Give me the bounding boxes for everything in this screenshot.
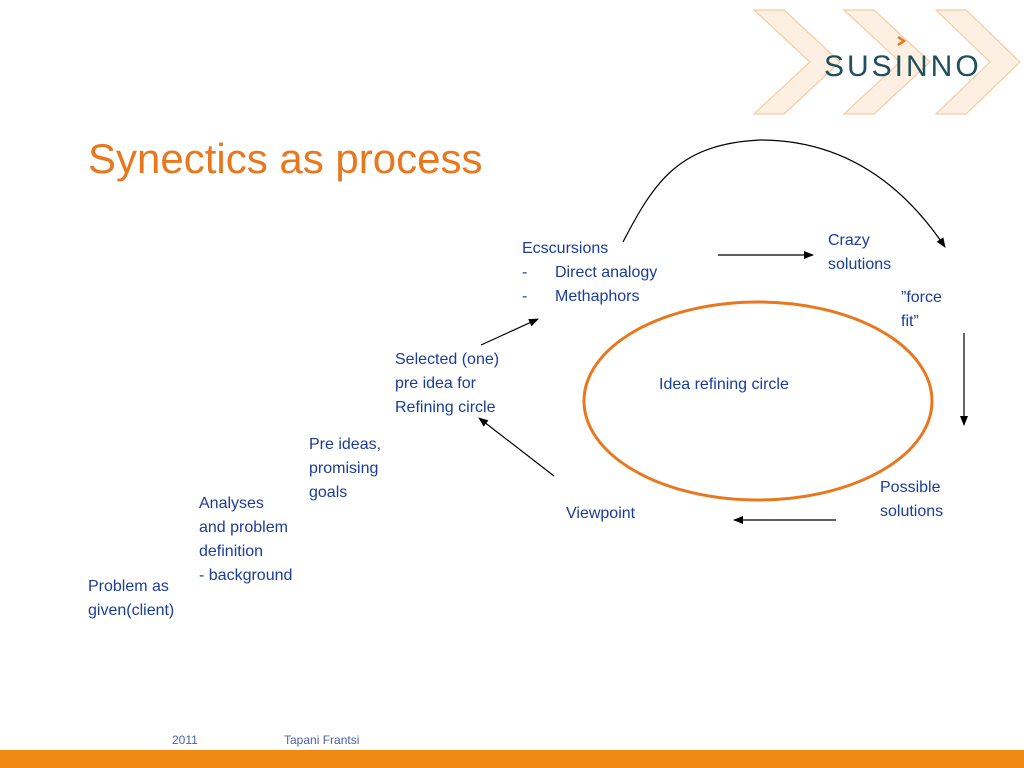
arrow-viewpoint-to-selected xyxy=(478,417,555,477)
logo-accent-mark xyxy=(897,35,907,47)
possible-solutions-label: Possible solutions xyxy=(880,479,944,520)
logo-text: SUSINNO xyxy=(824,50,982,83)
problem-label: Problem as given(client) xyxy=(88,578,175,619)
idea-refining-circle-label: Idea refining circle xyxy=(659,376,789,393)
footer-year: 2011 xyxy=(172,733,198,747)
slide-title: Synectics as process xyxy=(88,135,483,182)
pre-ideas-label: Pre ideas, promising goals xyxy=(309,436,382,501)
selected-idea-label: Selected (one) pre idea for Refining cir… xyxy=(395,351,500,416)
force-fit-label: ”force fit” xyxy=(901,289,942,330)
excursions-item-metaphors: Methaphors xyxy=(522,285,657,309)
viewpoint-label: Viewpoint xyxy=(566,505,636,522)
footer-author: Tapani Frantsi xyxy=(284,733,360,747)
chevron-shapes xyxy=(752,9,1021,115)
footer-bar xyxy=(0,750,1024,768)
excursions-item-analogy: Direct analogy xyxy=(522,261,657,285)
idea-refining-ellipse xyxy=(582,300,934,502)
arrow-top-curve xyxy=(622,139,946,248)
crazy-solutions-label: Crazy solutions xyxy=(828,232,892,273)
excursions-heading: Ecscursions xyxy=(522,240,609,257)
susinno-logo: SUSINNO xyxy=(752,9,1021,115)
arrow-selected-to-excursions xyxy=(480,318,539,346)
excursions-label: Ecscursions Direct analogy Methaphors xyxy=(522,237,657,309)
analyses-label: Analyses and problem definition - backgr… xyxy=(199,495,293,584)
